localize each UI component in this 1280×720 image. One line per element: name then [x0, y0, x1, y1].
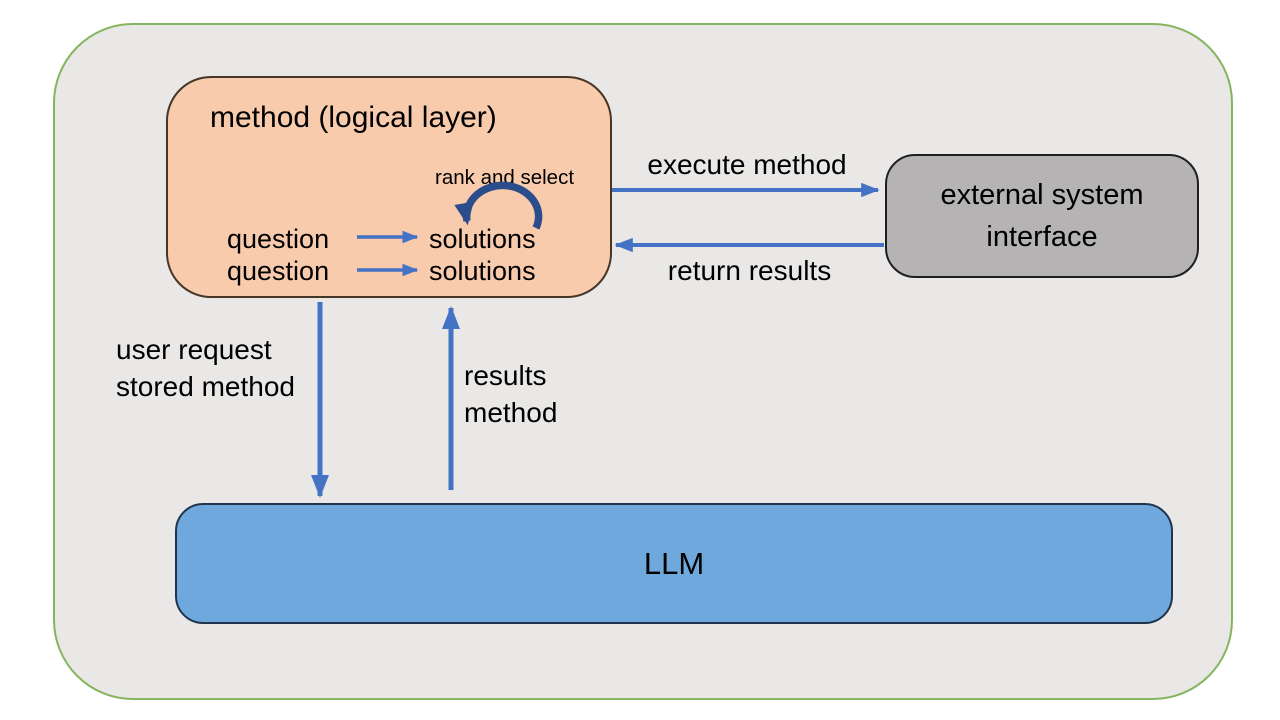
- llm-box: LLM: [175, 503, 1173, 624]
- llm-label: LLM: [643, 545, 705, 581]
- user-request-label-line1: user request: [116, 334, 272, 365]
- user-request-label: user request stored method: [116, 332, 295, 406]
- execute-method-label: execute method: [647, 149, 847, 180]
- question-label: question: [227, 256, 330, 286]
- return-results-label: return results: [667, 255, 832, 286]
- solutions-label: solutions: [429, 224, 536, 254]
- external-system-label-line2: interface: [986, 221, 1098, 253]
- results-method-label-line2: method: [464, 396, 558, 428]
- rank-and-select-label: rank and select: [435, 166, 575, 189]
- results-method-label: results method: [464, 358, 557, 432]
- solutions-label: solutions: [429, 256, 536, 286]
- results-method-label-line1: results: [464, 360, 547, 391]
- method-box: method (logical layer) rank and select q…: [166, 76, 612, 298]
- user-request-label-line2: stored method: [116, 370, 295, 402]
- external-system-box: external system interface: [885, 154, 1199, 278]
- question-label: question: [227, 224, 330, 254]
- method-box-title: method (logical layer): [210, 101, 497, 134]
- external-system-label-line1: external system: [940, 178, 1144, 211]
